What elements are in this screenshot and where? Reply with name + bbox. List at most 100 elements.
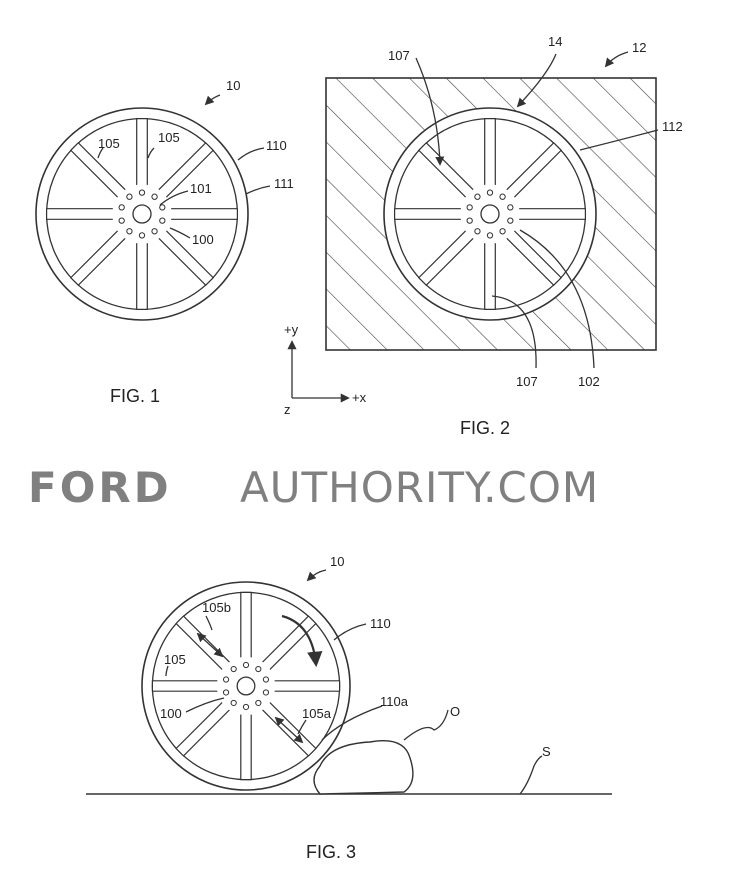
fig3-deflection-arrow-lower — [274, 716, 304, 744]
fig3-ref-10: 10 — [330, 554, 344, 569]
watermark-brand-bold: FORD — [28, 463, 172, 512]
wheel1-lug-hole — [159, 217, 166, 224]
fig1-ref-111: 111 — [274, 176, 294, 191]
wheel2-lug-hole — [499, 193, 506, 200]
fig3-wheel — [141, 581, 351, 791]
fig2-leader-107-top — [415, 57, 445, 166]
wheel2-lug-hole — [499, 228, 506, 235]
fig2-axis-z-label: z — [284, 402, 291, 417]
wheel1-spoke — [136, 117, 148, 190]
fig2: 107 14 12 112 107 102 +y +x z FIG. 2 — [284, 34, 683, 438]
wheel3-lug-hole — [262, 689, 270, 696]
fig1-leader-101 — [159, 190, 189, 206]
wheel2-lug-hole — [474, 228, 481, 235]
fig2-leader-14 — [516, 53, 557, 108]
wheel1-lug-hole — [126, 228, 133, 235]
fig1-leader-100 — [169, 227, 191, 239]
fig2-ref-112: 112 — [662, 119, 683, 134]
wheel2-lug-hole — [466, 217, 473, 224]
fig3-rotation-arrow — [281, 614, 323, 668]
wheel2-lug-hole — [507, 217, 514, 224]
wheel3-lug-hole — [222, 676, 230, 683]
watermark-brand-rest: AUTHORITY.COM — [240, 463, 599, 512]
fig3-leader-10 — [306, 569, 327, 582]
fig1-leader-110 — [237, 147, 265, 161]
fig1-ref-105-right: 105 — [158, 130, 180, 145]
fig2-caption: FIG. 2 — [460, 418, 510, 438]
wheel3-lug-hole — [242, 703, 250, 711]
fig1-ref-10: 10 — [226, 78, 240, 93]
fig1: 10 105 105 110 111 101 100 FIG. 1 — [35, 78, 294, 406]
fig3-ref-105b: 105b — [202, 600, 231, 615]
wheel2-lug-hole — [486, 189, 494, 196]
wheel1-spoke — [136, 238, 148, 310]
wheel1-lug-hole — [138, 232, 146, 239]
fig1-ref-105-left: 105 — [98, 136, 120, 151]
fig3-ref-110: 110 — [370, 616, 391, 631]
wheel2-spoke — [484, 238, 496, 310]
fig2-wheel — [383, 107, 597, 321]
wheel2-spoke — [484, 117, 496, 190]
wheel1-lug-hole — [138, 189, 146, 196]
fig3-ref-110a: 110a — [380, 694, 409, 709]
fig3-leader-100 — [185, 697, 225, 713]
wheel3-lug-hole — [255, 699, 262, 707]
fig2-leader-112 — [579, 129, 659, 151]
wheel2-lug-hole — [474, 193, 481, 200]
wheel1-lug-hole — [151, 193, 158, 200]
fig1-leader-10 — [204, 94, 221, 106]
fig3-leader-S — [519, 755, 543, 795]
fig3-obstacle — [313, 740, 414, 795]
fig3-ref-S: S — [542, 744, 551, 759]
wheel3-lug-hole — [222, 689, 230, 696]
wheel3-lug-hole — [230, 665, 237, 673]
wheel3-spoke — [151, 680, 222, 692]
wheel1-lug-hole — [151, 228, 158, 235]
wheel2-lug-hole — [486, 232, 494, 239]
fig2-axis-y-label: +y — [284, 322, 299, 337]
fig3-leader-105 — [165, 665, 169, 677]
fig3-leader-105a — [297, 719, 307, 735]
fig3-deflection-arrow-upper — [196, 632, 224, 658]
wheel1-lug-hole — [126, 193, 133, 200]
fig1-ref-110: 110 — [266, 138, 287, 153]
watermark: FORD AUTHORITY.COM — [28, 463, 599, 512]
fig2-ref-107-bottom: 107 — [516, 374, 538, 389]
wheel3-lug-hole — [262, 676, 270, 683]
wheel1-spoke — [45, 208, 118, 220]
fig1-leader-105b — [147, 147, 155, 159]
wheel2-center-bore — [480, 204, 500, 224]
wheel3-lug-hole — [230, 699, 237, 707]
fig2-leader-107-bottom — [491, 295, 537, 369]
fig2-ref-14: 14 — [548, 34, 562, 49]
wheel3-center-bore — [236, 676, 256, 696]
wheel1-spoke — [166, 208, 238, 220]
fig2-mold-border — [325, 77, 657, 351]
fig3-leader-110a — [321, 705, 383, 741]
fig2-ref-107-top: 107 — [388, 48, 410, 63]
fig1-leader-105a — [97, 147, 104, 159]
fig1-ref-100: 100 — [192, 232, 214, 247]
wheel2-spoke — [514, 208, 587, 220]
fig1-wheel — [35, 107, 249, 321]
wheel3-spoke — [240, 710, 252, 781]
fig3-ref-O: O — [450, 704, 460, 719]
wheel2-lug-hole — [507, 204, 514, 211]
wheel2-lug-hole — [466, 204, 473, 211]
fig1-leader-111 — [245, 185, 271, 195]
fig3-ref-100: 100 — [160, 706, 182, 721]
wheel1-center-bore — [132, 204, 152, 224]
fig2-leader-102 — [519, 229, 595, 369]
wheel3-lug-hole — [255, 665, 262, 673]
fig3-ref-105a: 105a — [302, 706, 332, 721]
fig1-ref-101: 101 — [190, 181, 212, 196]
wheel1-lug-hole — [159, 204, 166, 211]
fig3-leader-110 — [333, 623, 367, 641]
wheel1-lug-hole — [118, 204, 125, 211]
wheel3-lug-hole — [242, 661, 250, 669]
fig3: 10 105b 110 105 110a 105a 100 O S FIG. 3 — [86, 554, 612, 862]
fig3-leader-105b — [205, 615, 213, 631]
wheel2-spoke — [394, 208, 466, 220]
fig3-caption: FIG. 3 — [306, 842, 356, 862]
